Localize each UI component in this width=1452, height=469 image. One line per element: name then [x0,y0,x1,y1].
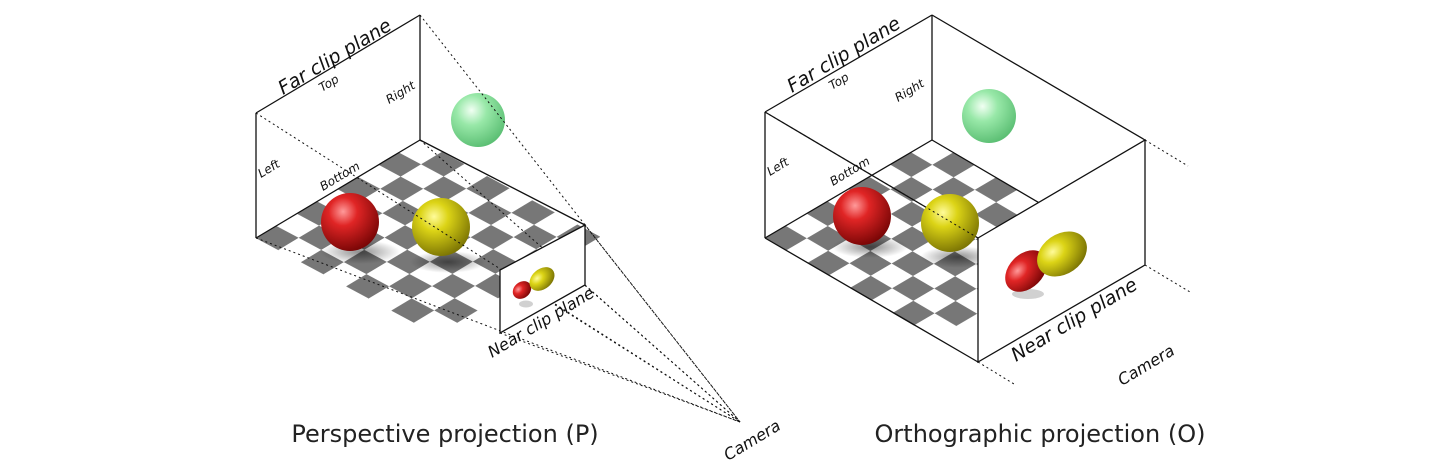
right-label: Right [892,76,927,105]
yellow-sphere [921,194,979,252]
red-sphere [833,187,891,245]
near-shadow [519,300,533,308]
perspective-caption: Perspective projection (P) [291,420,598,448]
projected-red-sphere [512,281,532,299]
frustum-lines [255,14,741,423]
camera-label: Camera [1114,341,1178,390]
left-label: Left [764,154,792,179]
orthographic-diagram: Far clip plane Top Right Left Bottom Nea… [764,12,1205,448]
projected-red-sphere [1005,250,1047,292]
far-clip-plane [255,14,586,239]
orthographic-caption: Orthographic projection (O) [875,420,1206,448]
camera-label: Camera [720,416,784,465]
yellow-sphere [412,198,470,256]
projected-yellow-sphere [529,267,555,291]
right-label: Right [383,78,418,107]
green-sphere [962,89,1016,143]
left-label: Left [255,156,283,181]
yellow-sphere-shadow [410,251,486,273]
green-sphere [451,93,505,147]
projection-lines [764,111,1191,385]
perspective-diagram: Far clip plane Top Right Left Bottom Nea… [255,14,784,464]
yellow-sphere-shadow [920,246,996,268]
red-sphere [321,193,379,251]
projected-yellow-sphere [1037,231,1087,277]
